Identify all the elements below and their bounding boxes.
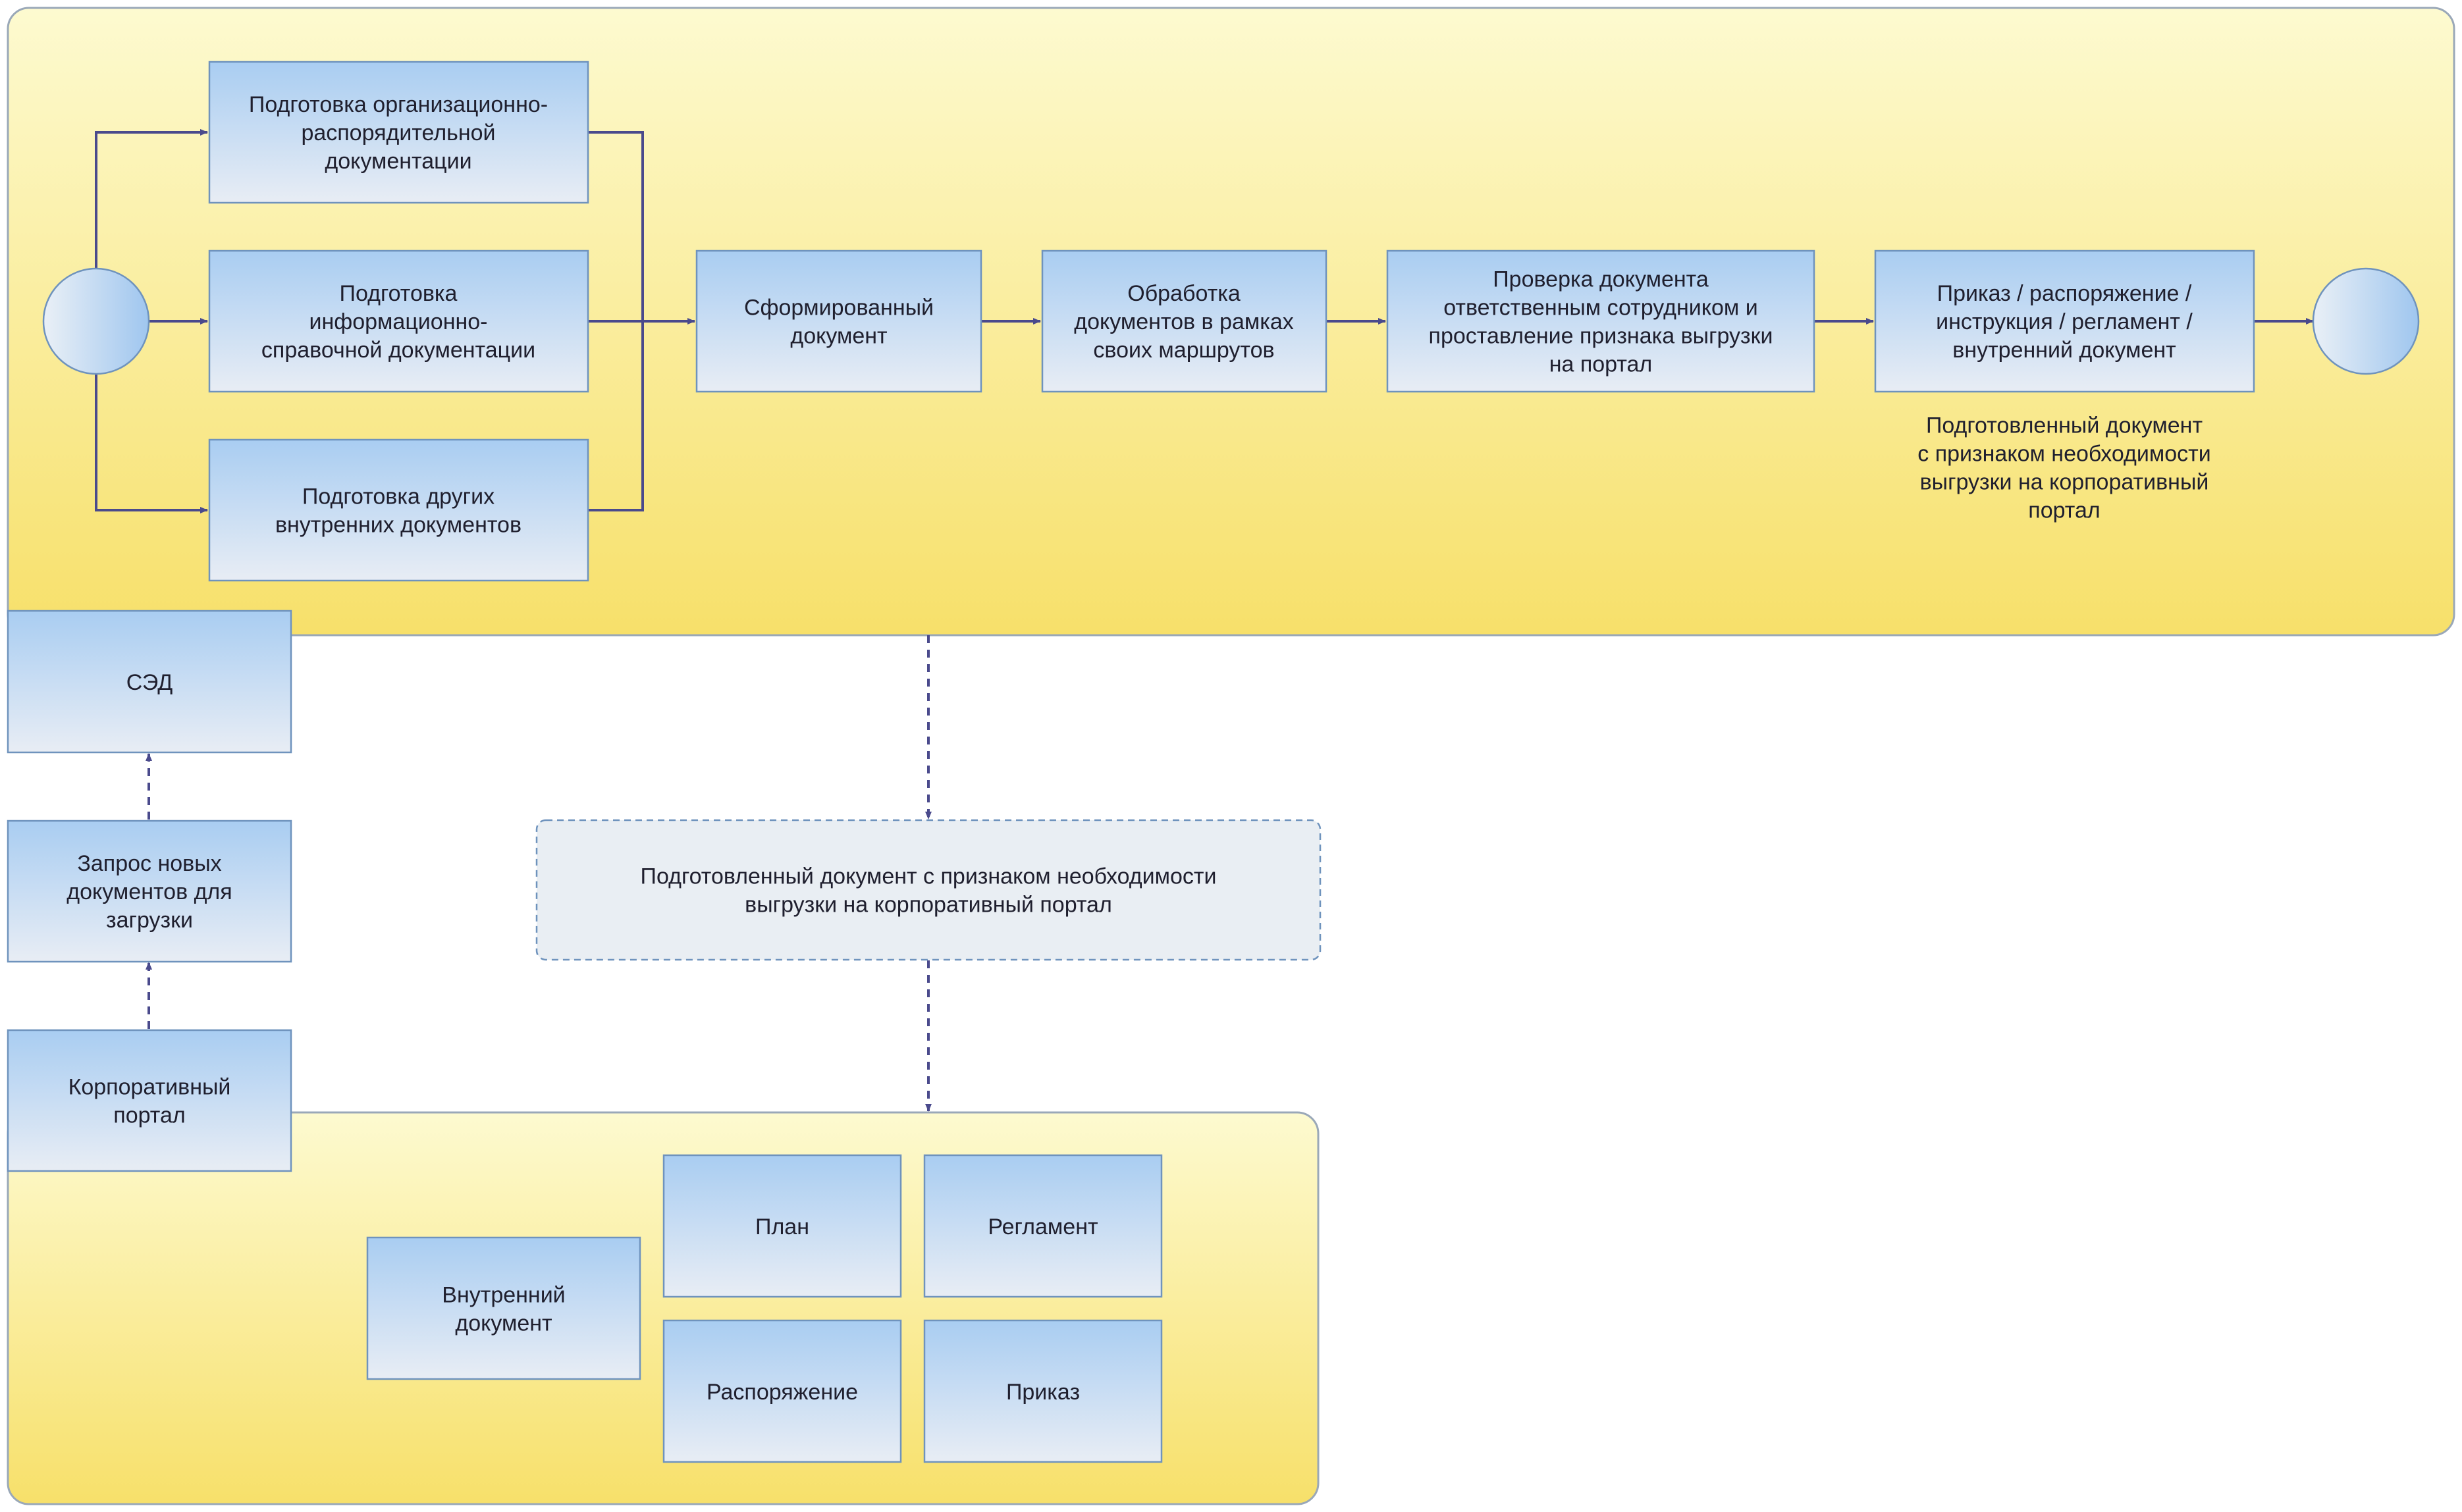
prepared-doc-note-label: Подготовленный документ с признаком необ… <box>641 864 1217 918</box>
prepared-doc-note <box>535 819 1322 961</box>
processing-box <box>1041 249 1327 393</box>
prep-other-box <box>208 438 589 582</box>
disposition-label: Распоряжение <box>707 1380 858 1405</box>
internal-doc-box <box>366 1236 641 1380</box>
prep-info-box <box>208 249 589 393</box>
order-types-label: Приказ / распоряжение /инструкция / регл… <box>1936 281 2193 363</box>
portal-box <box>7 1029 292 1172</box>
verification-box <box>1386 249 1815 393</box>
plan-box <box>662 1154 902 1298</box>
start-event <box>42 267 150 375</box>
prep-org-box <box>208 61 589 204</box>
plan-label: План <box>755 1214 809 1239</box>
sed-box <box>7 610 292 754</box>
order-types-box <box>1874 249 2255 393</box>
flow-start-to-prep-other <box>95 373 208 513</box>
regulation-box <box>923 1154 1163 1298</box>
sed-label: СЭД <box>126 670 173 695</box>
request-box <box>7 820 292 963</box>
end-event <box>2312 267 2420 375</box>
disposition-box <box>662 1319 902 1463</box>
prep-org-label: Подготовка организационно-распорядительн… <box>249 92 548 174</box>
formed-doc-box <box>695 249 982 393</box>
order-label: Приказ <box>1006 1380 1080 1405</box>
flow-start-to-prep-org <box>95 129 208 270</box>
regulation-label: Регламент <box>988 1214 1098 1239</box>
order-box <box>923 1319 1163 1463</box>
